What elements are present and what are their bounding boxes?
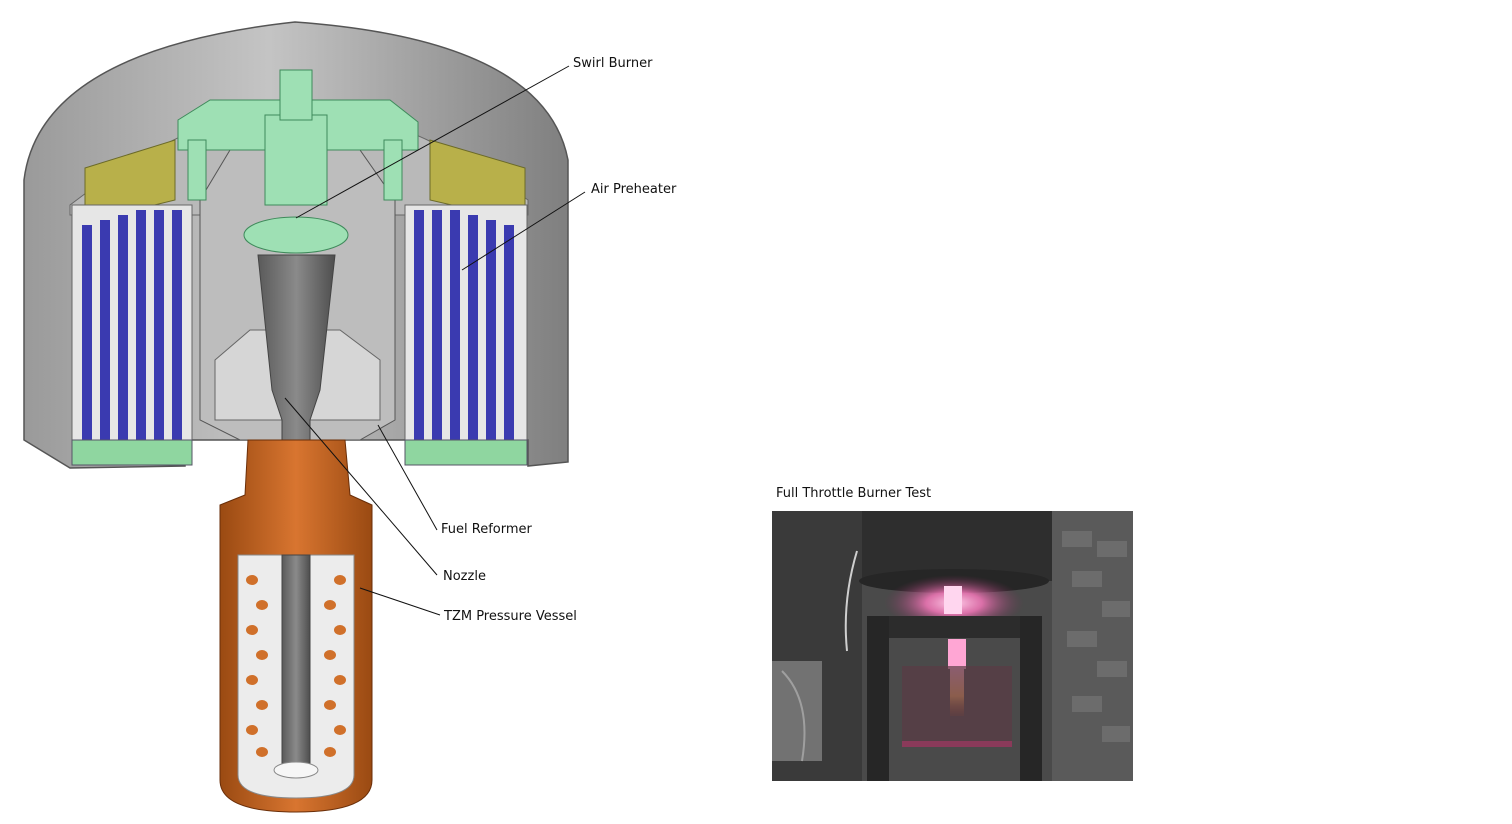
photo-caption: Full Throttle Burner Test — [776, 486, 932, 501]
vessel-perforations — [246, 575, 346, 757]
insulation-layer — [84, 139, 526, 223]
brick-wall — [1062, 531, 1130, 742]
tzm-pressure-vessel-label: TZM Pressure Vessel — [444, 609, 577, 624]
tzm-pressure-vessel — [219, 439, 373, 813]
air-preheater-left — [71, 204, 193, 466]
nozzle-label: Nozzle — [443, 569, 486, 584]
leader-lines — [284, 65, 586, 616]
air-preheater-label: Air Preheater — [591, 182, 677, 197]
swirl-burner — [177, 69, 419, 254]
swirl-burner-label: Swirl Burner — [573, 56, 653, 71]
burner-cutaway-diagram — [23, 21, 586, 813]
burner-test-photo — [772, 511, 1133, 781]
fuel-reformer-label: Fuel Reformer — [441, 522, 532, 537]
air-preheater-right — [404, 204, 528, 466]
